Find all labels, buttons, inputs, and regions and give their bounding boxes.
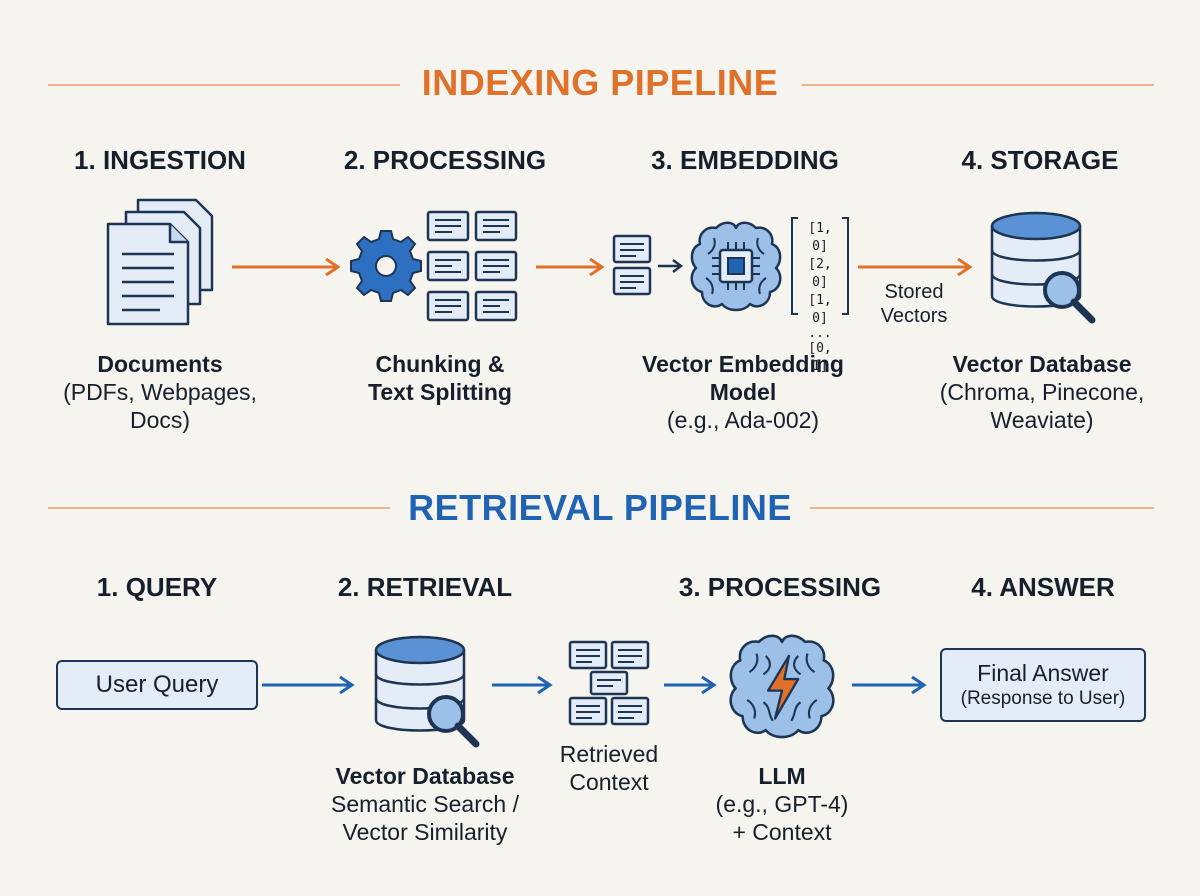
- gear-chunks-icon: [350, 210, 518, 322]
- arrow-query-to-retrieval: [262, 675, 355, 695]
- arrow-processing-to-embedding: [536, 257, 605, 277]
- database-search-icon: [990, 211, 1096, 324]
- arrow-llm-to-answer: [852, 675, 927, 695]
- caption-documents: Documents (PDFs, Webpages, Docs): [63, 351, 257, 433]
- documents-icon: [106, 198, 214, 326]
- caption-vector-database: Vector Database (Chroma, Pinecone, Weavi…: [939, 351, 1145, 433]
- vector-value: [2, 0]: [808, 257, 832, 290]
- final-answer-box[interactable]: Final Answer (Response to User): [940, 648, 1146, 722]
- user-query-box[interactable]: User Query: [56, 660, 258, 710]
- step-title-ingestion: 1. INGESTION: [74, 145, 246, 175]
- final-answer-label: Final Answer: [977, 660, 1109, 686]
- stored-vectors-label: Stored Vectors: [880, 281, 948, 327]
- arrow-context-to-llm: [664, 675, 717, 695]
- step-title-storage: 4. STORAGE: [961, 145, 1119, 175]
- database-search-icon: [374, 635, 480, 748]
- caption-llm: LLM (e.g., GPT-4) + Context: [715, 763, 849, 845]
- step-title-llm-processing: 3. PROCESSING: [678, 572, 882, 602]
- chunk-stack-icon: [612, 234, 652, 296]
- brain-lightning-icon: [729, 634, 835, 739]
- indexing-rule-left: [48, 84, 400, 86]
- arrow-embedding-to-storage: [858, 257, 973, 277]
- vector-value: [0, 1]: [808, 341, 832, 374]
- brain-chip-icon: [690, 221, 782, 312]
- vector-bracket-left: [791, 217, 798, 315]
- caption-retrieval-database: Vector Database Semantic Search / Vector…: [331, 763, 519, 845]
- small-arrow-icon: [658, 259, 684, 273]
- final-answer-sublabel: (Response to User): [960, 688, 1126, 709]
- vector-value: [1, 0]: [808, 221, 832, 254]
- step-title-processing: 2. PROCESSING: [343, 145, 547, 175]
- step-title-answer: 4. ANSWER: [971, 572, 1115, 602]
- vector-value: ...: [808, 326, 832, 341]
- caption-embedding-model: Vector Embedding Model (e.g., Ada-002): [642, 351, 844, 433]
- retrieval-pipeline-title: RETRIEVAL PIPELINE: [408, 487, 792, 528]
- vector-values: [1, 0] [2, 0] [1, 0] ... [0, 1]: [797, 220, 843, 376]
- retrieval-rule-left: [48, 507, 390, 509]
- retrieved-context-icon: [568, 640, 650, 726]
- caption-chunking: Chunking & Text Splitting: [368, 351, 512, 405]
- retrieval-rule-right: [810, 507, 1154, 509]
- retrieved-context-label: Retrieved Context: [559, 741, 659, 795]
- vector-value: [1, 0]: [808, 293, 832, 326]
- indexing-rule-right: [802, 84, 1154, 86]
- arrow-ingestion-to-processing: [232, 257, 341, 277]
- step-title-embedding: 3. EMBEDDING: [651, 145, 839, 175]
- vector-bracket-right: [842, 217, 849, 315]
- indexing-pipeline-title: INDEXING PIPELINE: [421, 62, 779, 103]
- step-title-query: 1. QUERY: [96, 572, 218, 602]
- step-title-retrieval: 2. RETRIEVAL: [337, 572, 513, 602]
- user-query-label: User Query: [95, 671, 219, 698]
- arrow-retrieval-to-context: [492, 675, 553, 695]
